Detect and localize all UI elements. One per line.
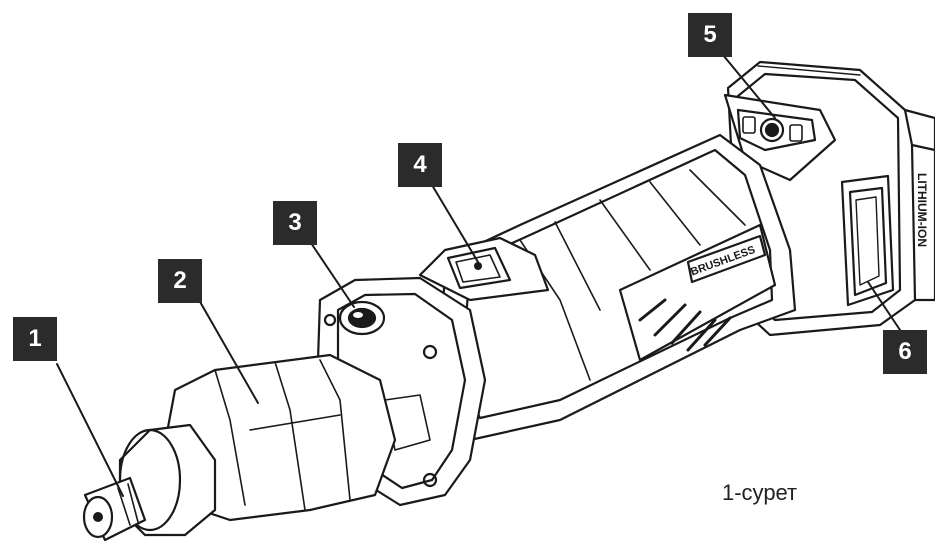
callout-1: 1 <box>13 317 57 361</box>
battery-release-button <box>840 174 895 307</box>
leader-lines <box>56 54 901 497</box>
callout-4: 4 <box>398 143 442 187</box>
callout-6: 6 <box>883 330 927 374</box>
callout-3: 3 <box>273 201 317 245</box>
spindle-lock-button <box>338 300 386 336</box>
battery-label: LITHIUM-ION <box>915 173 929 247</box>
collet-nut <box>82 476 147 542</box>
figure-caption: 1-сурет <box>722 480 798 505</box>
callout-2: 2 <box>158 259 202 303</box>
callout-5: 5 <box>688 13 732 57</box>
brand-plate <box>686 234 767 284</box>
power-switch <box>418 236 550 302</box>
